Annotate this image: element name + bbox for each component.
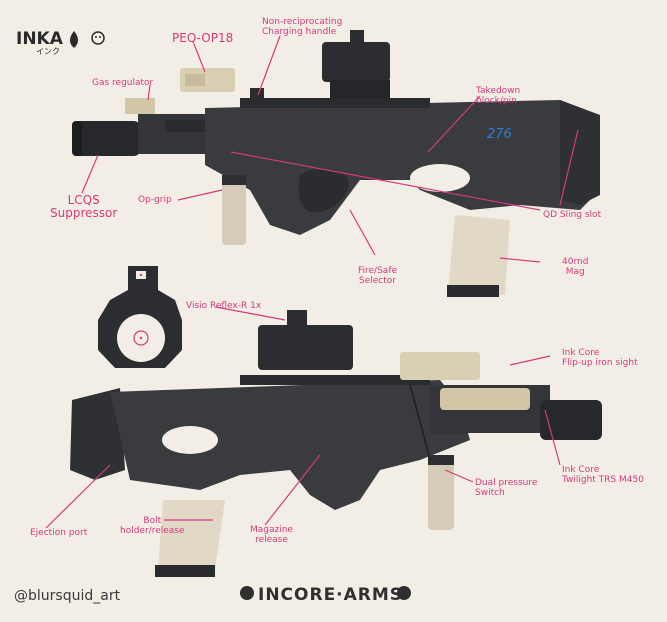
leader-lines bbox=[45, 35, 579, 529]
flip-up-sight bbox=[400, 352, 480, 380]
label-ejection-port: Ejection port bbox=[30, 528, 88, 538]
ink-drop-icon bbox=[70, 31, 78, 48]
artist-credit: @blursquid_art bbox=[14, 588, 121, 604]
brand-squid-left-icon bbox=[240, 586, 254, 600]
sight-detail bbox=[98, 266, 182, 368]
brand-wordmark: INCORE·ARMS bbox=[258, 585, 404, 605]
stock bbox=[560, 100, 600, 205]
bottom-red-dot-sight bbox=[258, 325, 353, 370]
top-red-dot-sight bbox=[322, 42, 390, 82]
bottom-suppressor bbox=[540, 400, 602, 440]
serial-number: 276 bbox=[487, 127, 512, 142]
squid-icon bbox=[91, 31, 105, 45]
label-op-grip: Op-grip bbox=[138, 195, 172, 205]
bottom-magazine bbox=[158, 500, 225, 570]
logo-title: INKA bbox=[16, 29, 63, 49]
brand-squid-right-icon bbox=[397, 586, 411, 600]
suppressor bbox=[72, 121, 140, 156]
bottom-rifle bbox=[70, 310, 602, 577]
top-rail bbox=[240, 98, 430, 108]
receiver bbox=[205, 100, 600, 235]
logo-subtitle: インク bbox=[36, 47, 60, 56]
label-qd-sling: QD Sling slot bbox=[543, 210, 602, 220]
label-peq: PEQ-OP18 bbox=[172, 31, 234, 45]
twilight-light bbox=[440, 388, 530, 410]
label-gas-regulator: Gas regulator bbox=[92, 78, 154, 88]
top-magazine bbox=[448, 215, 510, 295]
op-grip bbox=[222, 175, 246, 245]
gas-regulator bbox=[125, 98, 155, 114]
top-rifle bbox=[72, 30, 600, 297]
label-visio: Visio Reflex-R 1x bbox=[186, 301, 262, 311]
bottom-stock bbox=[70, 388, 125, 480]
bottom-receiver bbox=[110, 380, 470, 510]
